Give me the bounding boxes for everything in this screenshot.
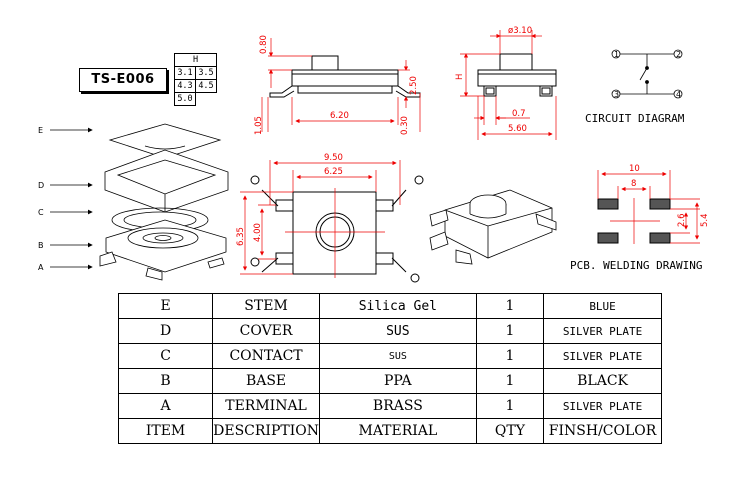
pin-label: 2 <box>676 50 681 59</box>
dim-text: 2.50 <box>409 76 419 95</box>
bom-material: SUS <box>318 318 477 344</box>
technical-drawing: 0.80 1.05 6.20 2.50 0.30 <box>38 26 710 283</box>
dim-text: 0.7 <box>512 109 526 119</box>
bom-header-qty: QTY <box>475 418 545 444</box>
bom-finish: SILVER PLATE <box>543 343 662 369</box>
bom-desc: TERMINAL <box>212 393 320 419</box>
bom-row: B BASE PPA 1 BLACK <box>117 368 662 394</box>
circuit-diagram <box>611 49 683 99</box>
plan-view: 9.50 6.25 6.35 4.00 <box>236 153 424 283</box>
dim-text: 0.30 <box>400 116 410 135</box>
bom-finish: BLUE <box>543 293 662 319</box>
exploded-label: C <box>38 208 44 217</box>
pin-label: 1 <box>614 50 619 59</box>
exploded-arrows <box>50 127 93 270</box>
bom-desc: CONTACT <box>212 343 320 369</box>
height-cell: 5.0 <box>174 92 196 106</box>
height-cell: 4.5 <box>195 79 217 93</box>
pin-label: 3 <box>614 90 619 99</box>
bom-item: B <box>117 368 214 394</box>
bom-material: Silica Gel <box>318 293 477 319</box>
bom-header-item: ITEM <box>117 418 214 444</box>
dim-text: 5.4 <box>700 213 710 227</box>
pcb-caption: PCB. WELDING DRAWING <box>570 259 703 272</box>
circuit-caption: CIRCUIT DIAGRAM <box>585 112 685 125</box>
dim-text: 6.20 <box>330 111 349 121</box>
dim-text: 9.50 <box>324 153 343 163</box>
dim-text: 0.80 <box>259 35 269 54</box>
bom-desc: BASE <box>212 368 320 394</box>
front-profile-view: 0.80 1.05 6.20 2.50 0.30 <box>254 35 421 135</box>
bom-qty: 1 <box>475 368 545 394</box>
dim-text: 8 <box>631 179 636 189</box>
bom-row: E STEM Silica Gel 1 BLUE <box>117 293 662 319</box>
bom-material: BRASS <box>318 393 477 419</box>
bom-desc: COVER <box>212 318 320 344</box>
dim-text: 10 <box>629 164 640 174</box>
bom-finish: BLACK <box>543 368 662 394</box>
bom-header-material: MATERIAL <box>318 418 477 444</box>
bom-row: A TERMINAL BRASS 1 SILVER PLATE <box>117 393 662 419</box>
dim-text: H <box>455 74 465 80</box>
bom-item: C <box>117 343 214 369</box>
bom-row: C CONTACT SUS 1 SILVER PLATE <box>117 343 662 369</box>
exploded-label: A <box>38 263 44 272</box>
bom-qty: 1 <box>475 393 545 419</box>
dim-text: 1.05 <box>254 116 264 135</box>
bom-desc: STEM <box>212 293 320 319</box>
dim-text: 6.25 <box>324 167 343 177</box>
bom-header-row: ITEM DESCRIPTION MATERIAL QTY FINSH/COLO… <box>117 418 662 444</box>
bom-finish: SILVER PLATE <box>543 393 662 419</box>
dim-text: 5.60 <box>508 124 527 134</box>
bom-item: E <box>117 293 214 319</box>
bom-qty: 1 <box>475 293 545 319</box>
bom-qty: 1 <box>475 318 545 344</box>
bom-material: SUS <box>318 343 477 369</box>
dim-text: 4.00 <box>253 223 263 242</box>
model-label: TS-E006 <box>79 68 167 92</box>
dim-text: ø3.10 <box>508 26 532 36</box>
bom-material: PPA <box>318 368 477 394</box>
bom-item: A <box>117 393 214 419</box>
bom-table: E STEM Silica Gel 1 BLUE D COVER SUS 1 S… <box>117 293 662 444</box>
exploded-label: B <box>38 241 44 250</box>
pin-label: 4 <box>676 90 681 99</box>
exploded-view <box>99 123 229 281</box>
exploded-label: E <box>38 126 43 135</box>
isometric-view <box>429 189 557 265</box>
side-profile-view: ø3.10 H 0.7 5.60 <box>455 26 557 140</box>
bom-header-desc: DESCRIPTION <box>212 418 320 444</box>
bom-finish: SILVER PLATE <box>543 318 662 344</box>
bom-qty: 1 <box>475 343 545 369</box>
exploded-label: D <box>38 181 44 190</box>
bom-row: D COVER SUS 1 SILVER PLATE <box>117 318 662 344</box>
bom-header-finish: FINSH/COLOR <box>543 418 662 444</box>
bom-item: D <box>117 318 214 344</box>
pcb-welding-drawing: 10 8 2.6 5.4 <box>597 164 710 244</box>
dim-text: 6.35 <box>236 227 246 246</box>
dim-text: 2.6 <box>677 213 687 227</box>
